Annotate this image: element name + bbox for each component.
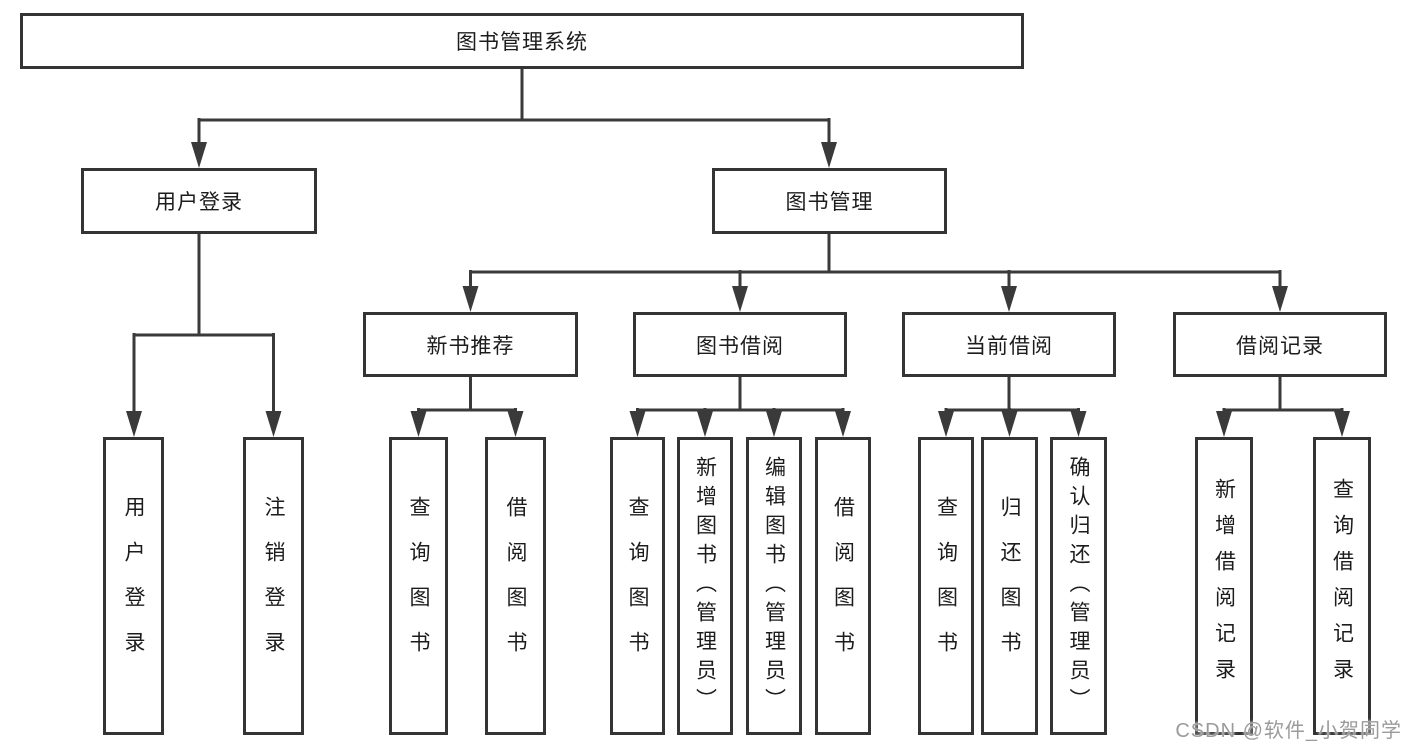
node-borrowing-records: 借阅记录	[1173, 312, 1387, 377]
leaf-add-books-admin: 新增图书（管理员）	[677, 437, 733, 735]
node-user-login-label: 用户登录	[155, 191, 243, 214]
leaf-edit-books-admin: 编辑图书（管理员）	[746, 437, 802, 735]
connector-newrec-to-leaves	[410, 377, 524, 437]
leaf-confirm-return-admin-label: 确认归还（管理员）	[1067, 455, 1090, 717]
leaf-edit-books-admin-label: 编辑图书（管理员）	[762, 455, 786, 717]
node-library-management-system: 图书管理系统	[20, 13, 1024, 69]
node-book-borrowing-label: 图书借阅	[696, 334, 784, 358]
connector-bookborrow-to-leaves	[629, 377, 851, 437]
leaf-user-login-label: 用户登录	[122, 496, 145, 676]
connector-userlogin-to-leaves	[126, 234, 282, 437]
node-book-management: 图书管理	[712, 168, 947, 234]
leaf-borrow-books-borrowing: 借阅图书	[815, 437, 871, 735]
leaf-return-books: 归还图书	[981, 437, 1038, 735]
leaf-query-books-borrowing: 查询图书	[610, 437, 665, 735]
node-current-borrowing: 当前借阅	[902, 312, 1116, 377]
connector-root-to-level2	[191, 69, 837, 168]
leaf-query-books-recommend: 查询图书	[389, 437, 448, 735]
leaf-confirm-return-admin: 确认归还（管理员）	[1050, 437, 1107, 735]
leaf-borrow-books-recommend: 借阅图书	[485, 437, 546, 735]
leaf-add-borrow-record: 新增借阅记录	[1195, 437, 1253, 735]
leaf-query-borrow-record-label: 查询借阅记录	[1330, 478, 1354, 694]
leaf-logout-label: 注销登录	[262, 496, 285, 676]
leaf-add-borrow-record-label: 新增借阅记录	[1212, 478, 1236, 694]
node-new-book-recommendation: 新书推荐	[363, 312, 578, 377]
leaf-logout: 注销登录	[243, 437, 304, 735]
leaf-query-books-current: 查询图书	[918, 437, 974, 735]
leaf-query-borrow-record: 查询借阅记录	[1313, 437, 1371, 735]
watermark: CSDN @软件_小贺同学	[1175, 720, 1402, 742]
leaf-user-login: 用户登录	[103, 437, 164, 735]
leaf-add-books-admin-label: 新增图书（管理员）	[693, 455, 717, 717]
leaf-query-books-recommend-label: 查询图书	[407, 496, 430, 676]
node-book-borrowing: 图书借阅	[633, 312, 847, 377]
leaf-borrow-books-borrowing-label: 借阅图书	[831, 496, 855, 676]
node-current-borrowing-label: 当前借阅	[965, 334, 1053, 358]
node-new-book-recommendation-label: 新书推荐	[426, 334, 515, 358]
connector-bookmgmt-to-level3	[462, 234, 1288, 312]
connector-record-to-leaves	[1216, 377, 1350, 437]
node-library-management-system-label: 图书管理系统	[456, 31, 588, 54]
leaf-return-books-label: 归还图书	[998, 496, 1021, 676]
node-borrowing-records-label: 借阅记录	[1236, 334, 1324, 358]
connector-curborrow-to-leaves	[938, 377, 1087, 437]
leaf-query-books-borrowing-label: 查询图书	[626, 496, 649, 676]
leaf-borrow-books-recommend-label: 借阅图书	[504, 496, 527, 676]
leaf-query-books-current-label: 查询图书	[934, 496, 958, 676]
node-user-login: 用户登录	[81, 168, 317, 234]
node-book-management-label: 图书管理	[785, 191, 874, 214]
